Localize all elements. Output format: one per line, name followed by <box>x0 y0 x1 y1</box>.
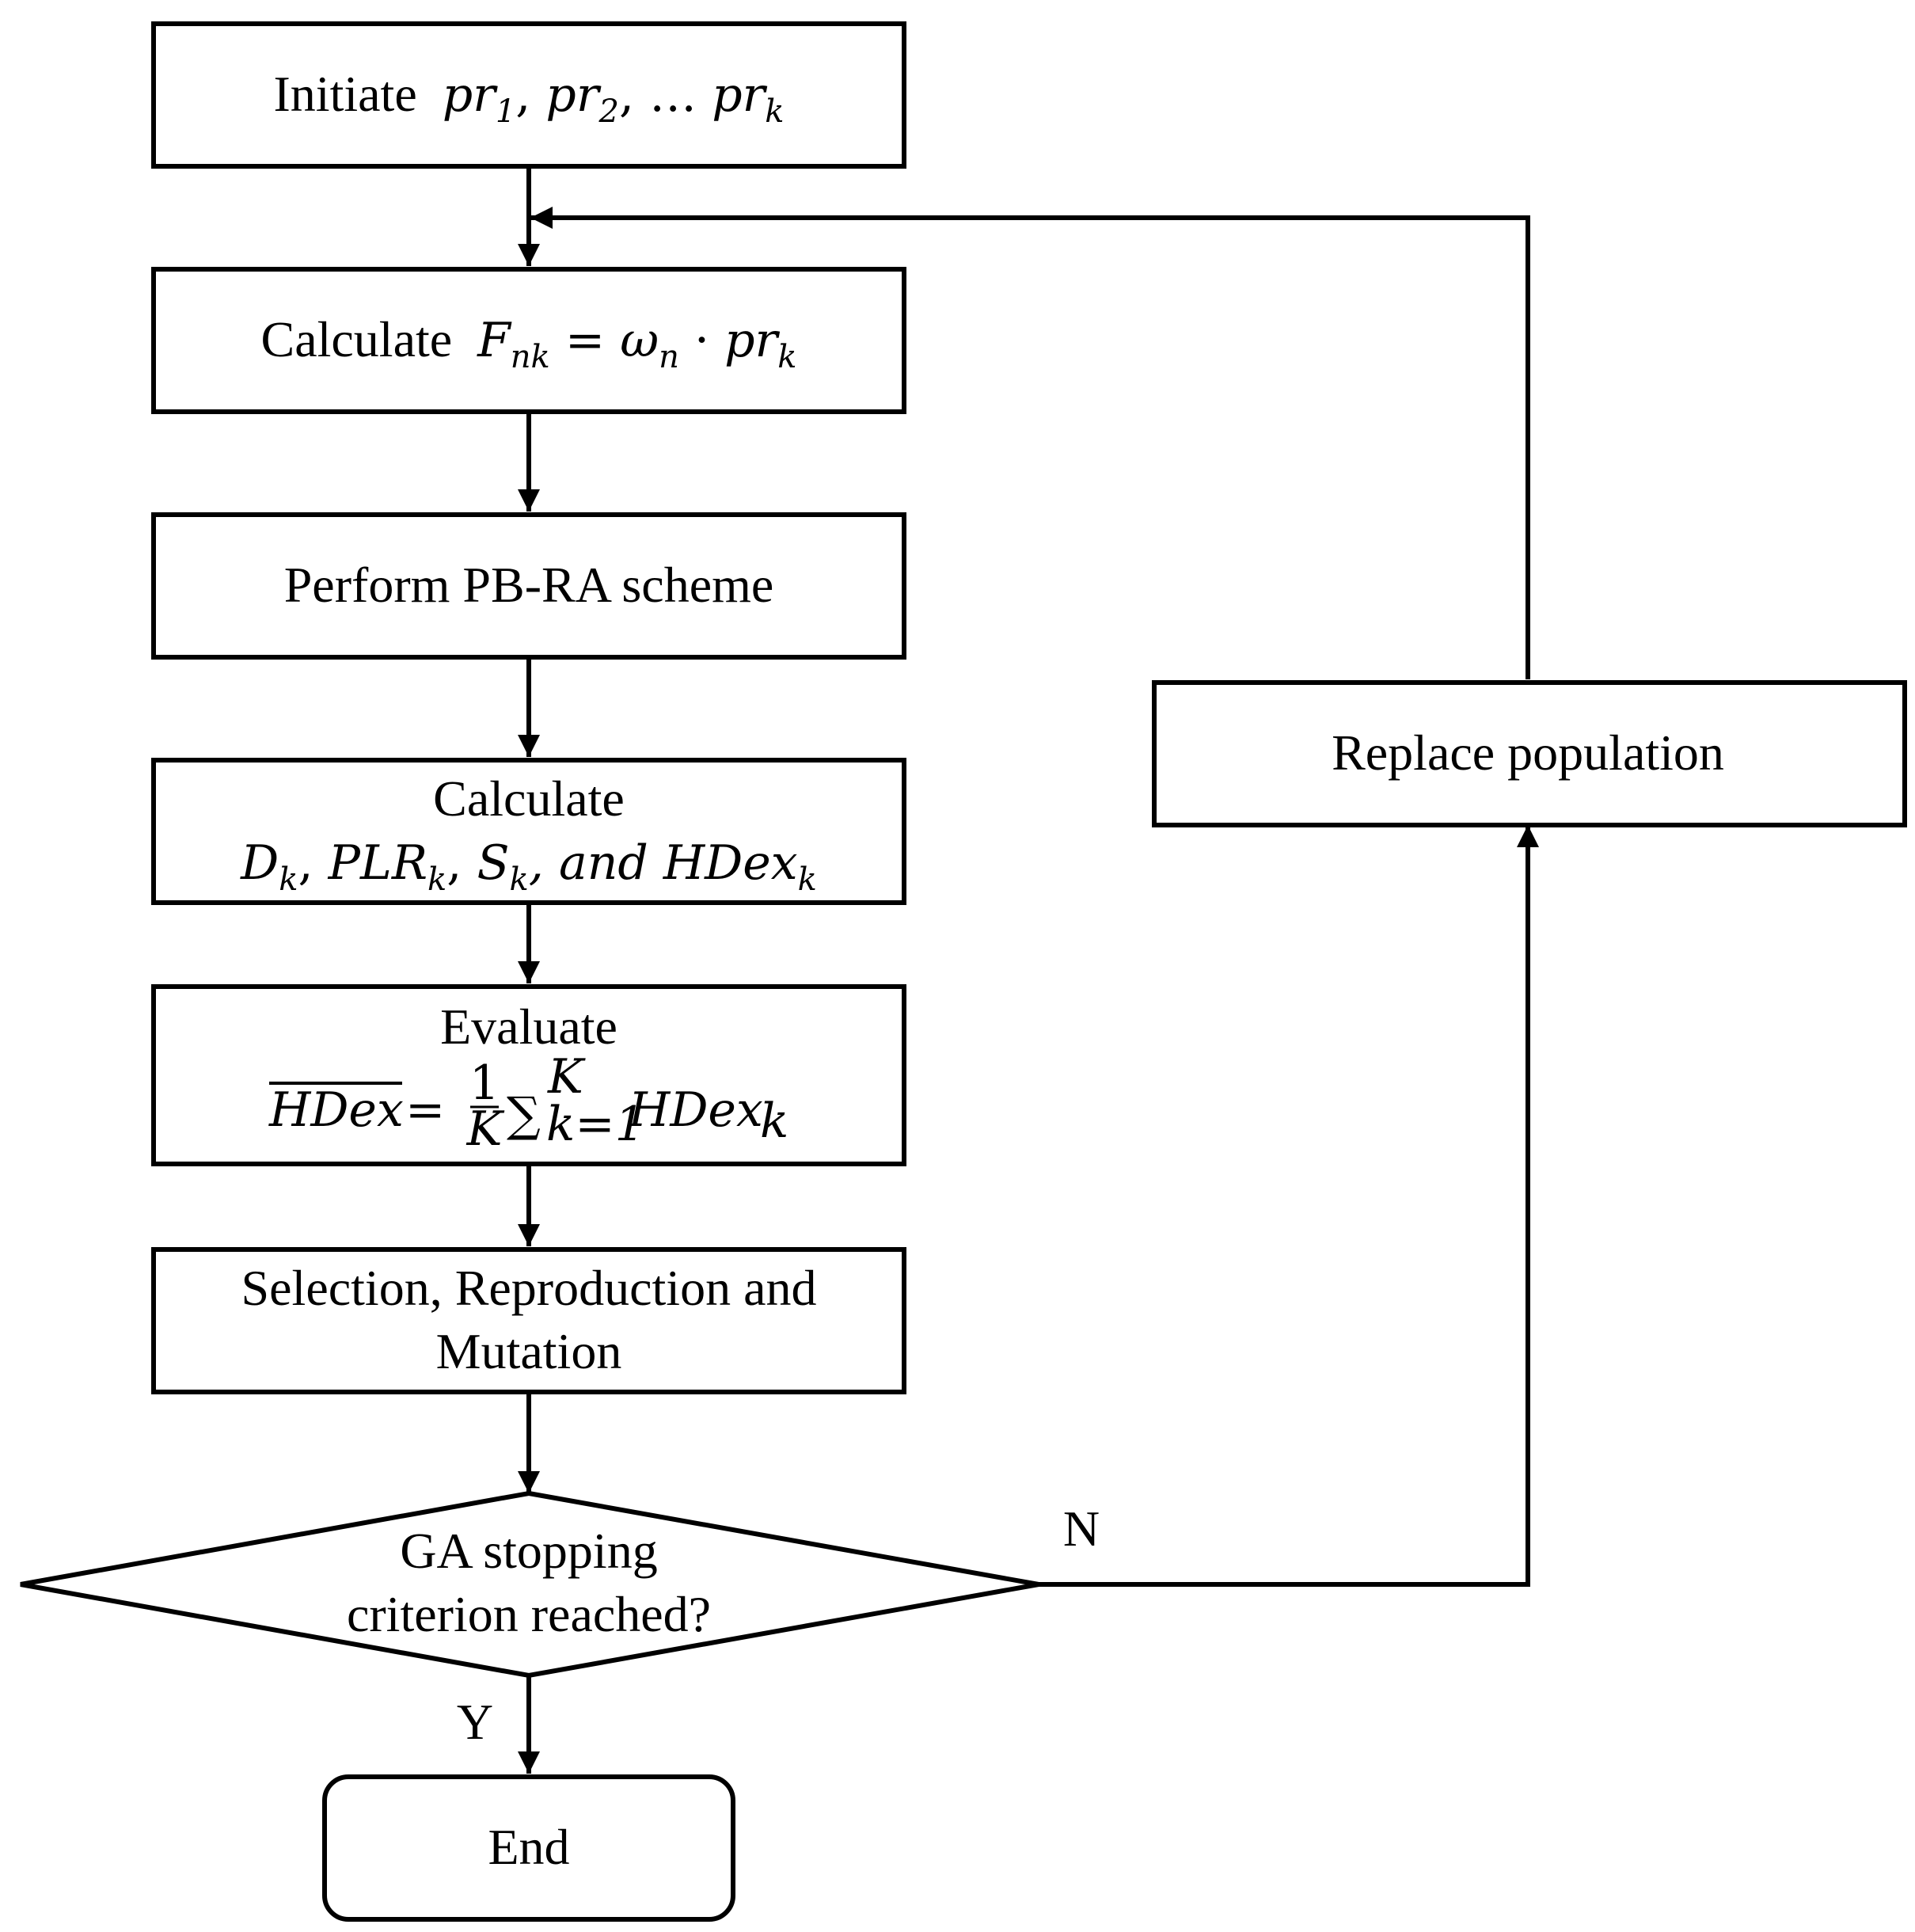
node-end: End <box>322 1774 735 1922</box>
svg-text:Initiate pr1, pr2, … prk: Initiate pr1, pr2, … prk <box>273 66 784 130</box>
initiate-label: Initiate <box>273 66 416 122</box>
selection-line2: Mutation <box>436 1323 622 1379</box>
replace-label: Replace population <box>1332 724 1724 781</box>
svg-text:Calculate Fnk = ωn · prk: Calculate Fnk = ωn · prk <box>261 311 797 375</box>
node-initiate: Initiate pr1, pr2, … prk <box>151 21 906 169</box>
node-evaluate: Evaluate HDex = 1 K ∑ k=1 K HDex k <box>151 984 906 1166</box>
evaluate-formula: HDex = 1 K ∑ k=1 K HDex k <box>268 1049 788 1157</box>
edge-replace-to-calc-f-loop <box>530 207 1530 679</box>
formula-sum-upper: K <box>547 1049 586 1105</box>
decision-line2: criterion reached? <box>347 1586 711 1642</box>
node-perform-pbra: Perform PB-RA scheme <box>151 512 906 660</box>
calc-d-label: Calculate <box>433 770 625 827</box>
formula-sum-lower: k=1 <box>546 1097 645 1152</box>
edge-decision-to-replace <box>1039 825 1539 1587</box>
calc-d-formula: Dk, PLRk, Sk, and HDexk <box>240 835 817 898</box>
pbra-label: Perform PB-RA scheme <box>284 557 774 613</box>
end-label: End <box>488 1819 569 1875</box>
node-calculate-d: Calculate Dk, PLRk, Sk, and HDexk <box>151 758 906 905</box>
node-replace-population: Replace population <box>1152 680 1907 827</box>
formula-numerator: 1 <box>469 1055 500 1111</box>
calc-f-label: Calculate <box>261 311 453 367</box>
decision-line1: GA stopping <box>400 1523 657 1579</box>
edge-label-yes: Y <box>457 1694 493 1750</box>
formula-hdex: HDex <box>628 1082 763 1138</box>
formula-denominator: K <box>466 1101 505 1157</box>
node-selection: Selection, Reproduction and Mutation <box>151 1247 906 1394</box>
formula-hdex-sub: k <box>760 1093 788 1149</box>
node-calculate-f: Calculate Fnk = ωn · prk <box>151 267 906 414</box>
formula-equals: = <box>405 1082 445 1138</box>
formula-sum: ∑ <box>507 1087 541 1143</box>
selection-line1: Selection, Reproduction and <box>241 1260 817 1316</box>
evaluate-label: Evaluate <box>440 998 617 1055</box>
edge-label-no: N <box>1063 1500 1100 1557</box>
node-decision: GA stopping criterion reached? <box>20 1490 1039 1679</box>
formula-hdex-bar: HDex <box>268 1082 404 1138</box>
